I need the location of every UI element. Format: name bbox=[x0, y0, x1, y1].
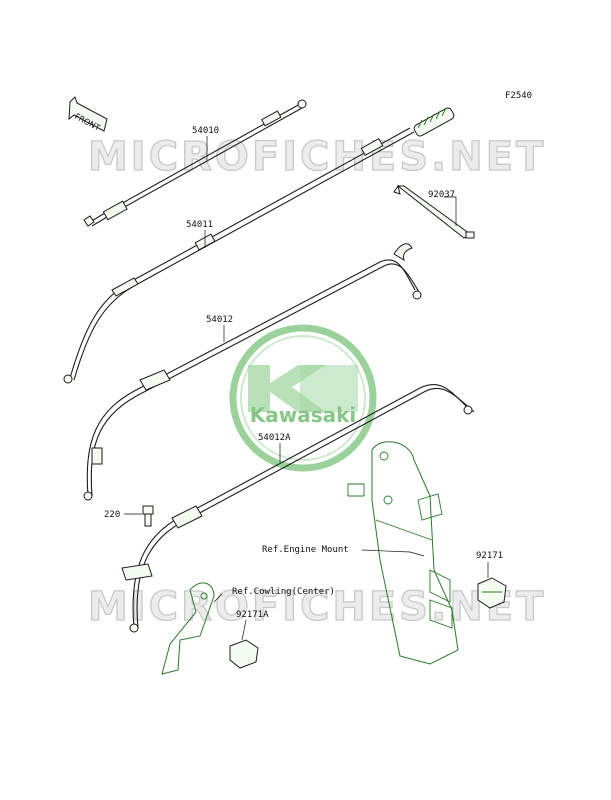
label-54011: 54011 bbox=[186, 220, 213, 230]
label-220: 220 bbox=[104, 510, 120, 520]
cable-54012 bbox=[83, 243, 422, 501]
engine-mount-frame bbox=[347, 441, 459, 665]
label-ref-cowling: Ref.Cowling(Center) bbox=[232, 587, 335, 597]
watermark-top-outline: MICROFICHES.NET bbox=[88, 134, 546, 180]
watermark-top: MICROFICHES.NET bbox=[88, 134, 546, 180]
clip-92171 bbox=[477, 577, 507, 609]
kawasaki-logo-watermark: Kawasaki bbox=[229, 324, 377, 472]
label-54012: 54012 bbox=[206, 315, 233, 325]
watermark-bottom-outline: MICROFICHES.NET bbox=[88, 584, 546, 630]
clip-92171a bbox=[229, 639, 259, 669]
label-92171: 92171 bbox=[476, 551, 503, 561]
watermark-bottom: MICROFICHES.NET bbox=[88, 584, 546, 630]
bracket-92037 bbox=[393, 184, 475, 239]
cable-54012a bbox=[121, 383, 475, 633]
label-54012a: 54012A bbox=[258, 433, 291, 443]
logo-text: Kawasaki bbox=[250, 403, 357, 427]
leader-lines bbox=[124, 136, 489, 641]
label-92171a: 92171A bbox=[236, 610, 269, 620]
label-54010: 54010 bbox=[192, 126, 219, 136]
cowling-bracket bbox=[161, 582, 215, 675]
front-arrow-icon: FRONT bbox=[68, 96, 108, 133]
figure-code: F2540 bbox=[505, 91, 532, 101]
bolt-220 bbox=[142, 505, 154, 527]
cable-54011 bbox=[63, 107, 455, 384]
label-92037: 92037 bbox=[428, 190, 455, 200]
cable-54010 bbox=[83, 99, 307, 227]
label-ref-engine-mount: Ref.Engine Mount bbox=[262, 545, 349, 555]
